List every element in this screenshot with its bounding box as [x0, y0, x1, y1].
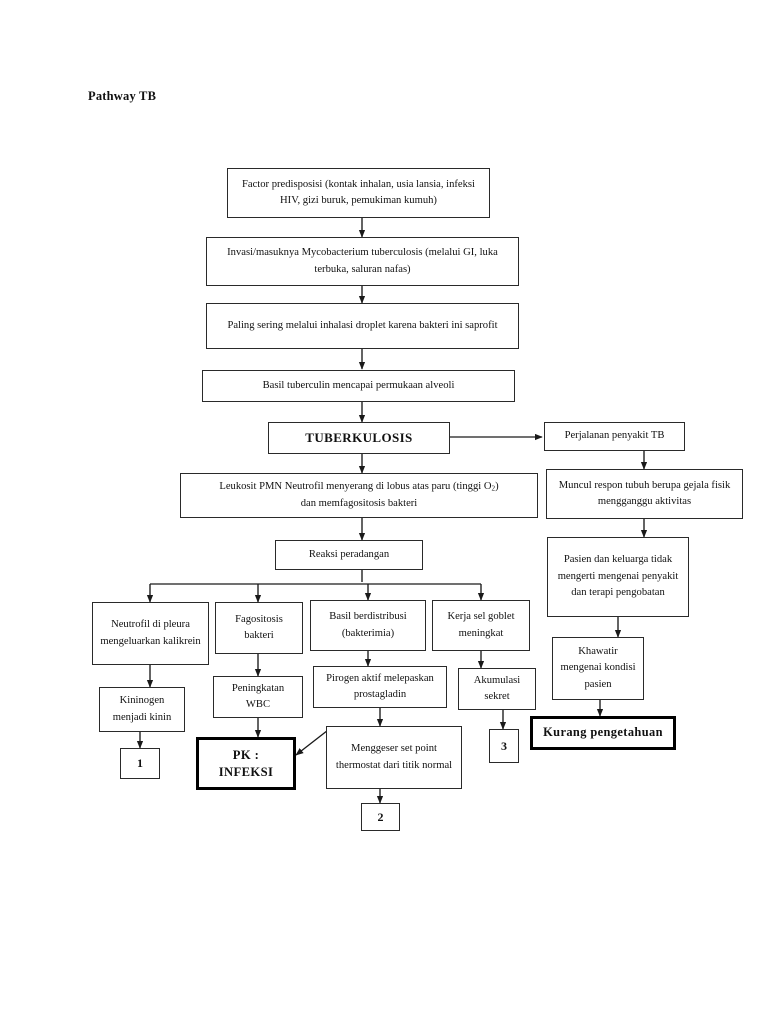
node-inhalasi-droplet[interactable]: Paling sering melalui inhalasi droplet k… [206, 303, 519, 349]
node-kurang-pengetahuan-label: Kurang pengetahuan [543, 725, 663, 740]
node-pirogen-aktif[interactable]: Pirogen aktif melepaskan prostagladin [313, 666, 447, 708]
node-respon-tubuh-label: Muncul respon tubuh berupa gejala fisik … [558, 479, 731, 507]
node-pasien-keluarga[interactable]: Pasien dan keluarga tidak mengerti menge… [547, 537, 689, 617]
node-basil-berdistribusi-label: Basil berdistribusi (bakterimia) [329, 611, 407, 639]
node-menggeser-setpoint-label: Menggeser set point thermostat dari titi… [335, 743, 453, 771]
node-khawatir[interactable]: Khawatir mengenai kondisi pasien [552, 637, 644, 700]
node-leukosit-pmn-line2: dan memfagositosis bakteri [300, 497, 418, 509]
node-peningkatan-wbc[interactable]: Peningkatan WBC [213, 676, 303, 718]
node-basil-tuberculin[interactable]: Basil tuberculin mencapai permukaan alve… [202, 370, 515, 402]
node-tuberkulosis-label: TUBERKULOSIS [305, 429, 413, 445]
node-reference-2-label: 2 [377, 809, 384, 824]
node-tuberkulosis[interactable]: TUBERKULOSIS [268, 422, 450, 454]
node-leukosit-pmn-paren: ) [495, 481, 499, 493]
node-akumulasi-sekret[interactable]: Akumulasi sekret [458, 668, 536, 710]
page-title: Pathway TB [88, 89, 157, 103]
node-pasien-keluarga-label: Pasien dan keluarga tidak mengerti menge… [557, 554, 679, 599]
node-neutrofil-pleura[interactable]: Neutrofil di pleura mengeluarkan kalikre… [92, 602, 209, 665]
node-kerja-sel-goblet-label: Kerja sel goblet meningkat [447, 611, 515, 639]
node-pirogen-aktif-label: Pirogen aktif melepaskan prostagladin [326, 672, 434, 700]
node-kurang-pengetahuan[interactable]: Kurang pengetahuan [530, 716, 676, 750]
node-factor-predisposisi-label: Factor predisposisi (kontak inhalan, usi… [241, 178, 476, 206]
node-leukosit-pmn-subscript: 2 [491, 484, 496, 493]
node-kerja-sel-goblet[interactable]: Kerja sel goblet meningkat [432, 600, 530, 651]
node-pk-infeksi-line1: PK : [232, 748, 260, 763]
node-pk-infeksi-label: PK : INFEKSI [204, 747, 288, 780]
node-kininogen-label: Kininogen menjadi kinin [112, 695, 172, 723]
node-leukosit-pmn-line1: Leukosit PMN Neutrofil menyerang di lobu… [219, 481, 492, 493]
node-peningkatan-wbc-label: Peningkatan WBC [231, 682, 285, 710]
node-reference-1[interactable]: 1 [120, 748, 160, 779]
node-leukosit-pmn[interactable]: Leukosit PMN Neutrofil menyerang di lobu… [180, 473, 538, 518]
node-leukosit-pmn-label: Leukosit PMN Neutrofil menyerang di lobu… [186, 479, 532, 512]
node-basil-berdistribusi[interactable]: Basil berdistribusi (bakterimia) [310, 600, 426, 651]
node-factor-predisposisi[interactable]: Factor predisposisi (kontak inhalan, usi… [227, 168, 490, 218]
node-fagositosis-bakteri-label: Fagositosis bakteri [235, 613, 283, 641]
node-basil-tuberculin-label: Basil tuberculin mencapai permukaan alve… [262, 379, 455, 391]
node-perjalanan-penyakit-tb-label: Perjalanan penyakit TB [564, 430, 665, 442]
node-reference-2[interactable]: 2 [361, 803, 400, 831]
node-neutrofil-pleura-label: Neutrofil di pleura mengeluarkan kalikre… [100, 619, 201, 647]
node-reference-3[interactable]: 3 [489, 729, 519, 763]
node-perjalanan-penyakit-tb[interactable]: Perjalanan penyakit TB [544, 422, 685, 451]
node-reaksi-peradangan[interactable]: Reaksi peradangan [275, 540, 423, 570]
node-pk-infeksi-line2: INFEKSI [218, 764, 274, 779]
node-khawatir-label: Khawatir mengenai kondisi pasien [560, 645, 636, 690]
node-akumulasi-sekret-label: Akumulasi sekret [473, 674, 521, 702]
node-reference-3-label: 3 [501, 738, 507, 753]
node-menggeser-setpoint[interactable]: Menggeser set point thermostat dari titi… [326, 726, 462, 789]
node-respon-tubuh[interactable]: Muncul respon tubuh berupa gejala fisik … [546, 469, 743, 519]
node-invasi[interactable]: Invasi/masuknya Mycobacterium tuberculos… [206, 237, 519, 286]
node-reference-1-label: 1 [137, 756, 143, 771]
node-fagositosis-bakteri[interactable]: Fagositosis bakteri [215, 602, 303, 654]
node-inhalasi-droplet-label: Paling sering melalui inhalasi droplet k… [227, 319, 498, 331]
node-reaksi-peradangan-label: Reaksi peradangan [308, 548, 390, 560]
node-pk-infeksi[interactable]: PK : INFEKSI [196, 737, 296, 790]
node-invasi-label: Invasi/masuknya Mycobacterium tuberculos… [227, 247, 498, 275]
node-kininogen[interactable]: Kininogen menjadi kinin [99, 687, 185, 732]
